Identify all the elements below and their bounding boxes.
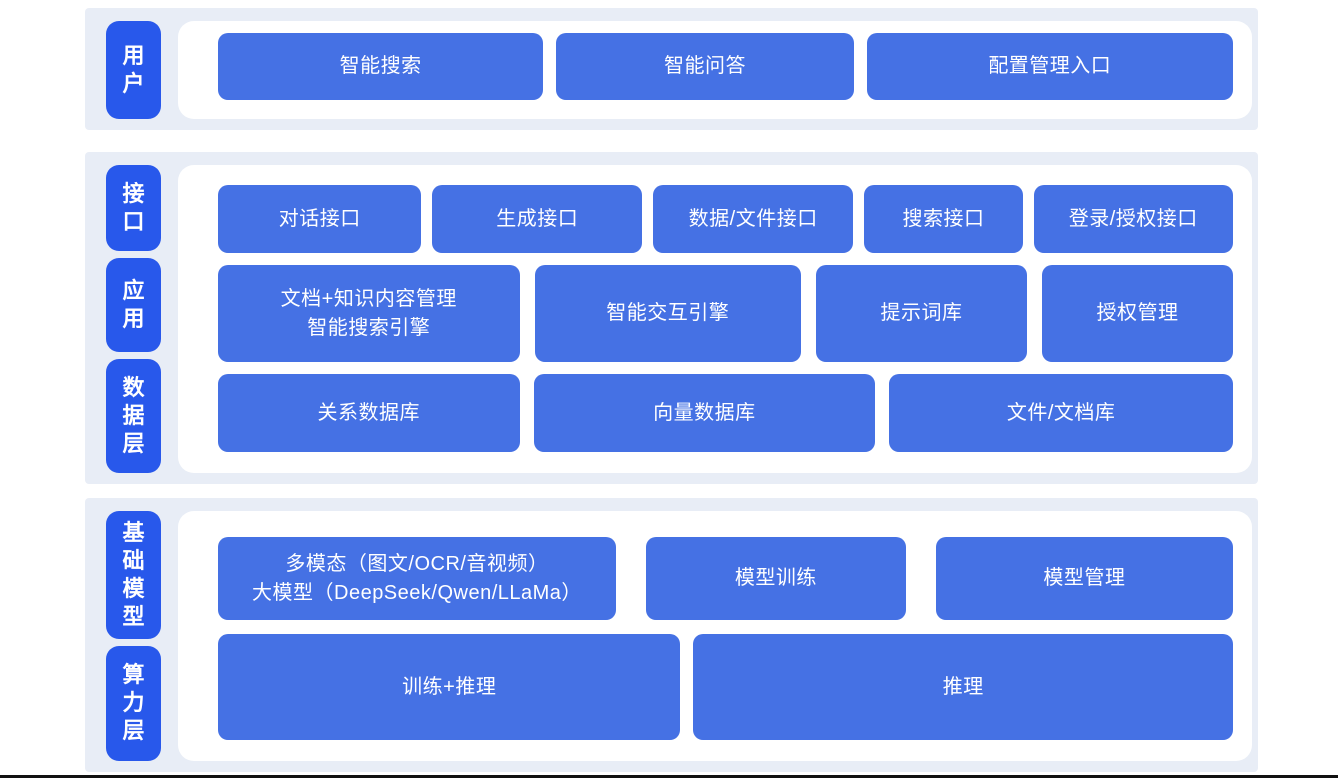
layer-label-data: 数据层 bbox=[106, 359, 161, 473]
section-model-compute-layers: 基础模型 算力层 多模态（图文/OCR/音视频） 大模型（DeepSeek/Qw… bbox=[85, 498, 1258, 772]
node-row-api: 对话接口 生成接口 数据/文件接口 搜索接口 登录/授权接口 bbox=[218, 185, 1233, 253]
node-inference: 推理 bbox=[693, 634, 1233, 740]
middle-layers-panel: 对话接口 生成接口 数据/文件接口 搜索接口 登录/授权接口 文档+知识内容管理… bbox=[178, 165, 1252, 473]
layer-label-api: 接口 bbox=[106, 165, 161, 252]
node-search-api: 搜索接口 bbox=[864, 185, 1023, 253]
node-generation-api: 生成接口 bbox=[432, 185, 642, 253]
node-prompt-library: 提示词库 bbox=[815, 265, 1028, 362]
node-auth-management: 授权管理 bbox=[1042, 265, 1233, 362]
user-layer-panel: 智能搜索 智能问答 配置管理入口 bbox=[178, 21, 1252, 119]
layer-label-compute-text: 算力层 bbox=[122, 662, 145, 744]
node-smart-interaction-engine: 智能交互引擎 bbox=[534, 265, 801, 362]
bottom-layer-labels: 基础模型 算力层 bbox=[106, 511, 161, 761]
node-relational-db: 关系数据库 bbox=[218, 374, 520, 452]
node-dialog-api: 对话接口 bbox=[218, 185, 422, 253]
layer-label-user-text: 用户 bbox=[122, 42, 145, 96]
node-row-foundation-model: 多模态（图文/OCR/音视频） 大模型（DeepSeek/Qwen/LLaMa）… bbox=[218, 537, 1233, 620]
architecture-diagram: 用户 智能搜索 智能问答 配置管理入口 接口 应用 数据层 对话接口 bbox=[0, 8, 1338, 784]
node-row-compute: 训练+推理 推理 bbox=[218, 634, 1233, 740]
node-doc-knowledge-search-engine: 文档+知识内容管理 智能搜索引擎 bbox=[218, 265, 520, 362]
node-row-data: 关系数据库 向量数据库 文件/文档库 bbox=[218, 374, 1233, 452]
section-api-app-data-layers: 接口 应用 数据层 对话接口 生成接口 数据/文件接口 搜索接口 登录/授权接口… bbox=[85, 152, 1258, 484]
section-user-layer: 用户 智能搜索 智能问答 配置管理入口 bbox=[85, 8, 1258, 130]
layer-label-application-text: 应用 bbox=[122, 278, 145, 332]
node-model-management: 模型管理 bbox=[935, 537, 1233, 620]
node-smart-search: 智能搜索 bbox=[218, 33, 544, 100]
node-login-auth-api: 登录/授权接口 bbox=[1033, 185, 1233, 253]
layer-label-data-text: 数据层 bbox=[122, 374, 145, 457]
layer-label-api-text: 接口 bbox=[122, 181, 145, 235]
node-vector-db: 向量数据库 bbox=[533, 374, 876, 452]
user-layer-labels: 用户 bbox=[106, 21, 161, 119]
node-model-training: 模型训练 bbox=[645, 537, 906, 620]
node-data-file-api: 数据/文件接口 bbox=[652, 185, 854, 253]
node-row-application: 文档+知识内容管理 智能搜索引擎 智能交互引擎 提示词库 授权管理 bbox=[218, 265, 1233, 362]
layer-label-user: 用户 bbox=[106, 21, 161, 119]
node-file-doc-store: 文件/文档库 bbox=[889, 374, 1233, 452]
layer-label-foundation-model-text: 基础模型 bbox=[122, 519, 145, 630]
layer-label-compute: 算力层 bbox=[106, 645, 161, 761]
node-row: 智能搜索 智能问答 配置管理入口 bbox=[218, 33, 1233, 100]
layer-label-foundation-model: 基础模型 bbox=[106, 511, 161, 639]
node-multimodal-llm: 多模态（图文/OCR/音视频） 大模型（DeepSeek/Qwen/LLaMa） bbox=[218, 537, 616, 620]
layer-label-application: 应用 bbox=[106, 258, 161, 353]
bottom-border-line bbox=[0, 775, 1338, 778]
foundation-compute-panel: 多模态（图文/OCR/音视频） 大模型（DeepSeek/Qwen/LLaMa）… bbox=[178, 511, 1252, 761]
node-config-management-entry: 配置管理入口 bbox=[866, 33, 1233, 100]
middle-layer-labels: 接口 应用 数据层 bbox=[106, 165, 161, 473]
node-training-inference: 训练+推理 bbox=[218, 634, 681, 740]
node-smart-qa: 智能问答 bbox=[556, 33, 854, 100]
